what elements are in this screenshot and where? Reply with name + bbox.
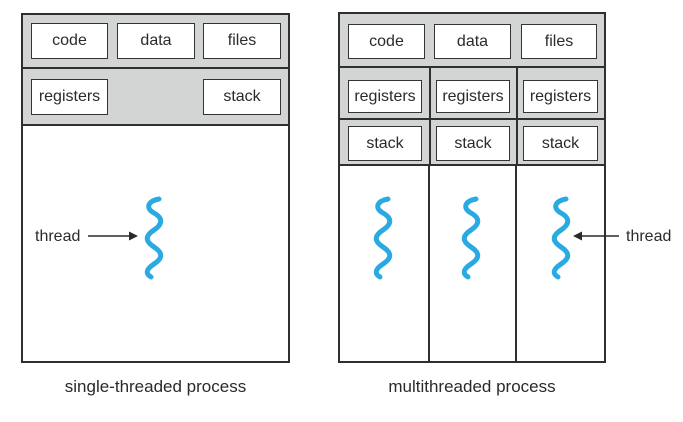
- right-thread2-squiggle-icon: [461, 196, 481, 280]
- right-column-separator-2: [515, 166, 517, 361]
- right-thread-arrow-icon: [573, 231, 619, 241]
- right-col1-registers-label: registers: [354, 87, 416, 105]
- right-col1-registers-box: registers: [348, 80, 422, 113]
- left-code-box: code: [31, 23, 108, 59]
- right-col3-registers-label: registers: [529, 87, 592, 105]
- right-thread1-squiggle-icon: [373, 196, 393, 280]
- right-col3-stack-label: stack: [541, 134, 580, 152]
- left-stack-box: stack: [203, 79, 281, 115]
- left-thread-label: thread: [35, 228, 81, 245]
- right-code-box: code: [348, 24, 425, 59]
- right-thread-label: thread: [626, 228, 672, 245]
- right-col1-stack-label: stack: [366, 134, 404, 152]
- right-col2-registers-label: registers: [442, 87, 504, 105]
- left-code-label: code: [52, 32, 87, 49]
- left-registers-label: registers: [38, 88, 101, 105]
- right-caption: multithreaded process: [388, 377, 556, 396]
- right-col3-registers-box: registers: [523, 80, 598, 113]
- right-files-box: files: [521, 24, 597, 59]
- left-caption: single-threaded process: [64, 377, 247, 396]
- left-data-box: data: [117, 23, 195, 59]
- right-col2-stack-box: stack: [436, 126, 510, 161]
- right-files-label: files: [544, 32, 574, 50]
- right-col1-stack-box: stack: [348, 126, 422, 161]
- left-data-label: data: [140, 32, 172, 49]
- left-thread-squiggle-icon: [144, 196, 164, 280]
- right-col2-registers-box: registers: [436, 80, 510, 113]
- right-code-label: code: [369, 32, 404, 50]
- left-stack-label: stack: [223, 88, 261, 105]
- left-registers-box: registers: [31, 79, 108, 115]
- right-data-box: data: [434, 24, 511, 59]
- left-files-box: files: [203, 23, 281, 59]
- right-column-separator-1: [428, 166, 430, 361]
- right-col2-stack-label: stack: [454, 134, 492, 152]
- right-thread3-squiggle-icon: [551, 196, 571, 280]
- right-col3-stack-box: stack: [523, 126, 598, 161]
- left-files-label: files: [227, 32, 257, 49]
- right-data-label: data: [456, 32, 489, 50]
- left-thread-arrow-icon: [88, 231, 138, 241]
